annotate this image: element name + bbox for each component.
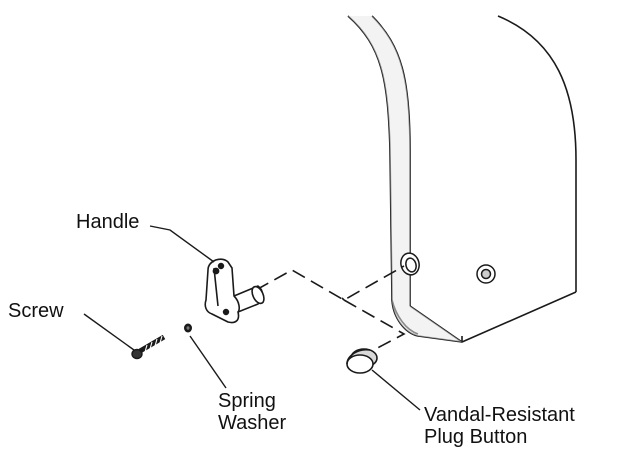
handle-label: Handle	[76, 211, 140, 233]
leader-handle	[149, 225, 215, 263]
plug-mounting-hole	[476, 264, 496, 284]
spring-washer-label: Spring Washer	[218, 390, 286, 434]
leader-washer	[189, 335, 227, 389]
plug-button-label-line-1: Vandal-Resistant	[424, 404, 575, 426]
screw-part	[131, 334, 166, 360]
screw-label: Screw	[8, 300, 64, 322]
assembly-dashed-lines	[255, 265, 406, 355]
leader-screw	[83, 313, 135, 351]
plug-button-label-line-2: Plug Button	[424, 426, 528, 448]
housing-shading	[348, 16, 462, 342]
spring-washer-label-line-1: Spring	[218, 390, 276, 412]
leader-lines	[83, 225, 421, 411]
spring-washer-part	[184, 323, 192, 333]
spring-washer-label-line-2: Washer	[218, 412, 287, 434]
plug-button-label: Vandal-Resistant Plug Button	[424, 404, 575, 448]
handle-part	[204, 258, 265, 324]
handle-mounting-hole	[400, 252, 420, 276]
leader-plug	[371, 369, 421, 411]
plug-button-part	[346, 348, 378, 374]
